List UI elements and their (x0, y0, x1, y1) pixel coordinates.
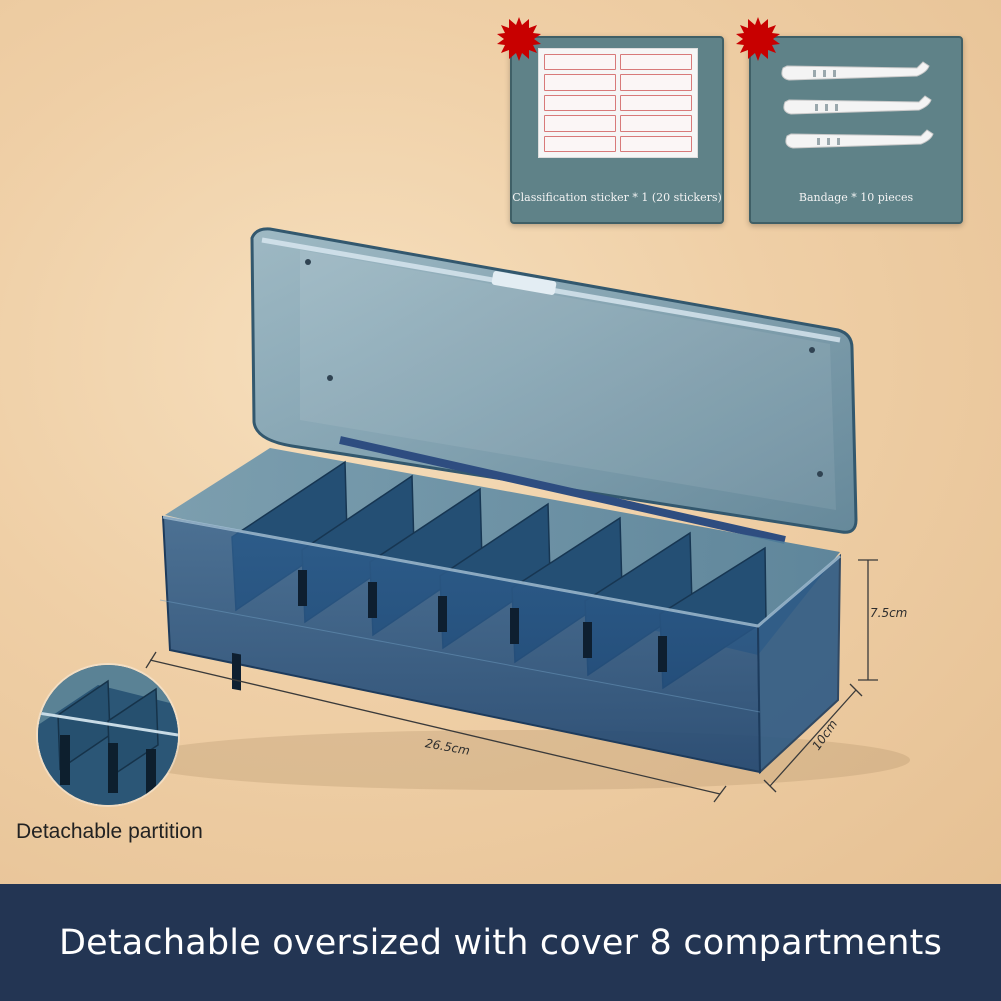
dimension-height-label: 7.5cm (870, 606, 908, 620)
organizer-box-illustration (130, 227, 910, 803)
cable-tie-icon (781, 61, 934, 149)
partition-inset-label: Detachable partition (16, 820, 203, 843)
badge-starburst-icon (736, 17, 780, 61)
partition-detail-image (38, 665, 178, 805)
caption-banner-text: Detachable oversized with cover 8 compar… (58, 922, 943, 963)
dimension-lines (145, 559, 878, 803)
product-scene: Classification sticker * 1 (20 stickers)… (0, 0, 1001, 884)
sticker-sheet-icon (538, 48, 698, 158)
badge-starburst-icon (497, 17, 541, 61)
caption-banner: Detachable oversized with cover 8 compar… (0, 884, 1001, 1001)
lid-latch (491, 271, 557, 295)
partition-detail-inset (38, 665, 178, 805)
accessory-label-bandage: Bandage * 10 pieces (798, 191, 914, 204)
lid-hinge (339, 436, 786, 544)
accessory-card-bandage: Bandage * 10 pieces (736, 17, 963, 224)
accessory-card-sticker: Classification sticker * 1 (20 stickers) (497, 17, 724, 224)
accessory-label-sticker: Classification sticker * 1 (20 stickers) (512, 191, 722, 204)
